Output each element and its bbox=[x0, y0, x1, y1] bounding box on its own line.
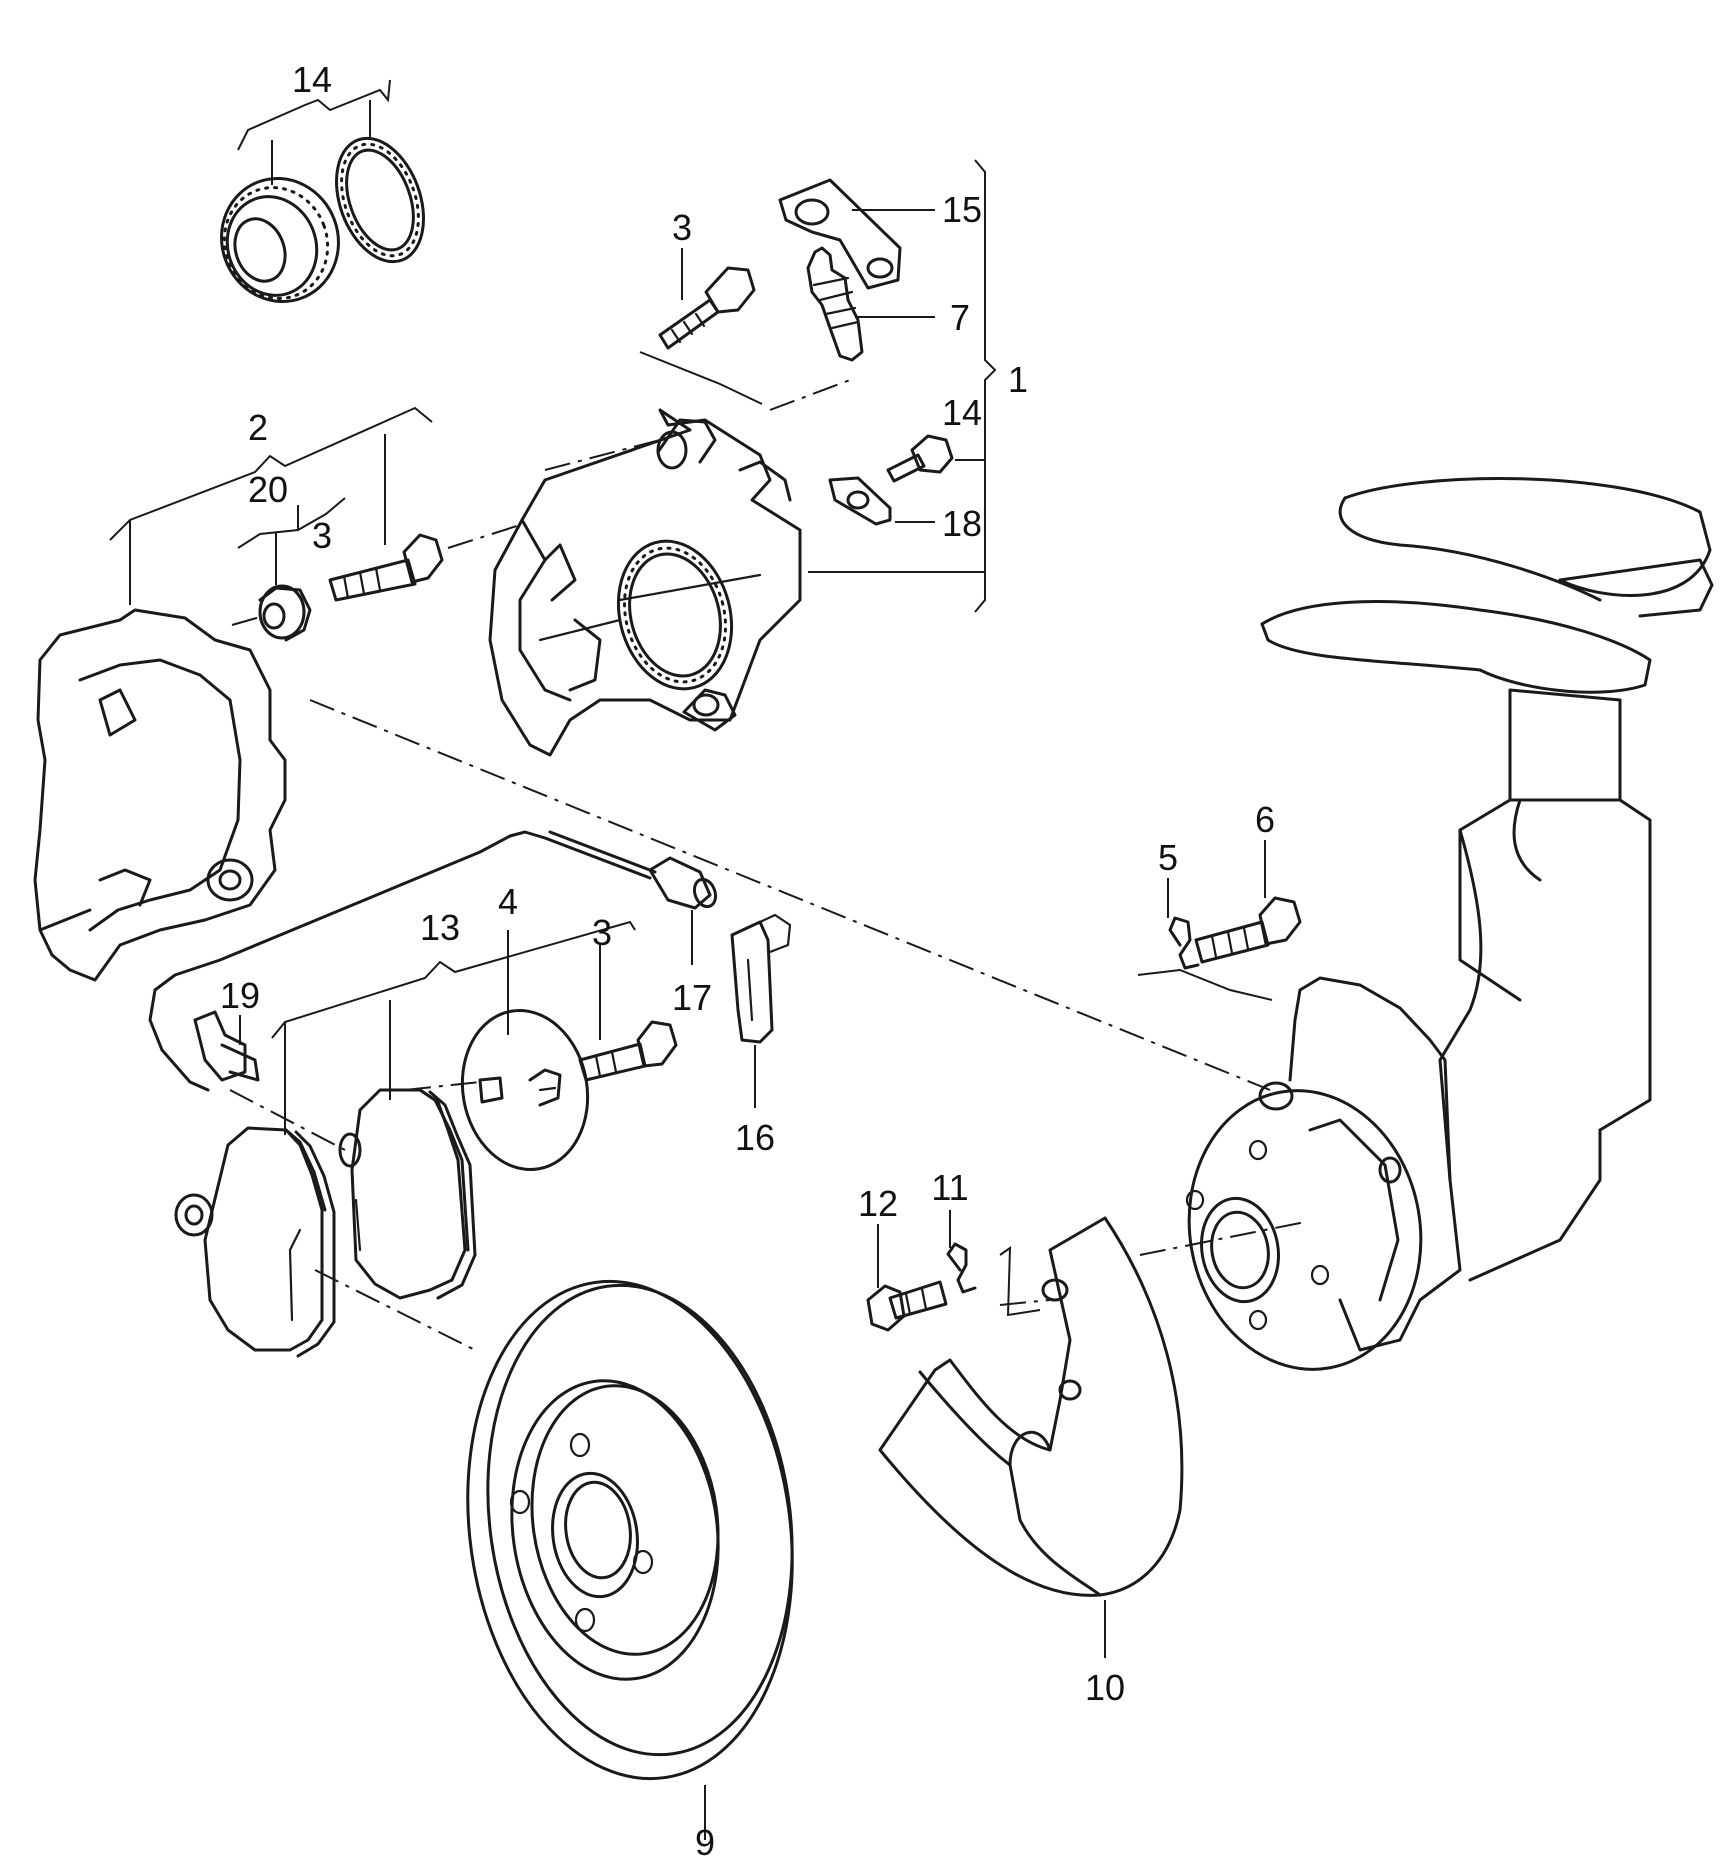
spring-clip-part-19 bbox=[193, 1010, 260, 1082]
callout-12: 12 bbox=[858, 1183, 898, 1224]
callout-7: 7 bbox=[950, 297, 970, 338]
callout-10: 10 bbox=[1085, 1667, 1125, 1708]
steering-knuckle bbox=[1258, 828, 1602, 1352]
anti-squeal-plate-part-4 bbox=[460, 1008, 590, 1172]
strut-tube bbox=[1458, 688, 1652, 1132]
callout-3-top: 3 bbox=[672, 207, 692, 248]
splash-shield-part-10 bbox=[878, 1216, 1184, 1597]
screw-part-12 bbox=[866, 1280, 948, 1332]
callout-labels: 14 3 15 7 1 14 18 2 20 3 4 13 3 17 19 16… bbox=[220, 59, 1275, 1861]
callout-3-lower: 3 bbox=[592, 912, 612, 953]
bleed-valve-part-7 bbox=[806, 246, 864, 362]
bushing-part-20 bbox=[258, 584, 312, 642]
bolt-part-14-right bbox=[886, 434, 954, 483]
lock-washer-part-11 bbox=[946, 1242, 977, 1294]
guide-pin-part-3-mid bbox=[328, 533, 444, 602]
callout-6: 6 bbox=[1255, 799, 1275, 840]
callout-14-right: 14 bbox=[942, 392, 982, 433]
callout-2: 2 bbox=[248, 407, 268, 448]
callout-19: 19 bbox=[220, 975, 260, 1016]
callout-20: 20 bbox=[248, 469, 288, 510]
callout-1: 1 bbox=[1008, 359, 1028, 400]
callout-3-mid: 3 bbox=[312, 515, 332, 556]
brake-disc-part-9 bbox=[466, 1279, 794, 1781]
bracket-part-18 bbox=[828, 476, 892, 526]
leader-lines bbox=[109, 79, 1273, 1840]
callout-4: 4 bbox=[498, 881, 518, 922]
callout-14-top: 14 bbox=[292, 59, 332, 100]
callout-18: 18 bbox=[942, 503, 982, 544]
callout-17: 17 bbox=[672, 977, 712, 1018]
brake-pad-outer-part-13 bbox=[174, 1126, 336, 1358]
dust-cap-part-15 bbox=[778, 178, 902, 290]
lock-washer-part-5 bbox=[1168, 916, 1200, 970]
retainer-clip-part-16 bbox=[730, 913, 792, 1044]
brake-pad-inner-part-13 bbox=[338, 1088, 477, 1300]
wheel-hub bbox=[1185, 1089, 1423, 1371]
caliper-housing-part-1 bbox=[488, 408, 802, 757]
wear-sensor-wire-part-17 bbox=[148, 830, 718, 1092]
bolt-part-3-lower bbox=[578, 1020, 678, 1082]
guide-bolt-part-3-top bbox=[658, 266, 756, 350]
callout-9: 9 bbox=[695, 1822, 715, 1861]
coil-spring bbox=[1260, 476, 1714, 694]
callout-15: 15 bbox=[942, 189, 982, 230]
callout-11: 11 bbox=[931, 1167, 968, 1208]
callout-16: 16 bbox=[735, 1117, 775, 1158]
center-lines bbox=[229, 379, 1306, 1351]
callout-13: 13 bbox=[420, 907, 460, 948]
seal-kit-part-14 bbox=[220, 136, 425, 304]
bolt-part-6 bbox=[1194, 896, 1302, 964]
callout-5: 5 bbox=[1158, 837, 1178, 878]
caliper-carrier-part-2 bbox=[33, 608, 287, 982]
